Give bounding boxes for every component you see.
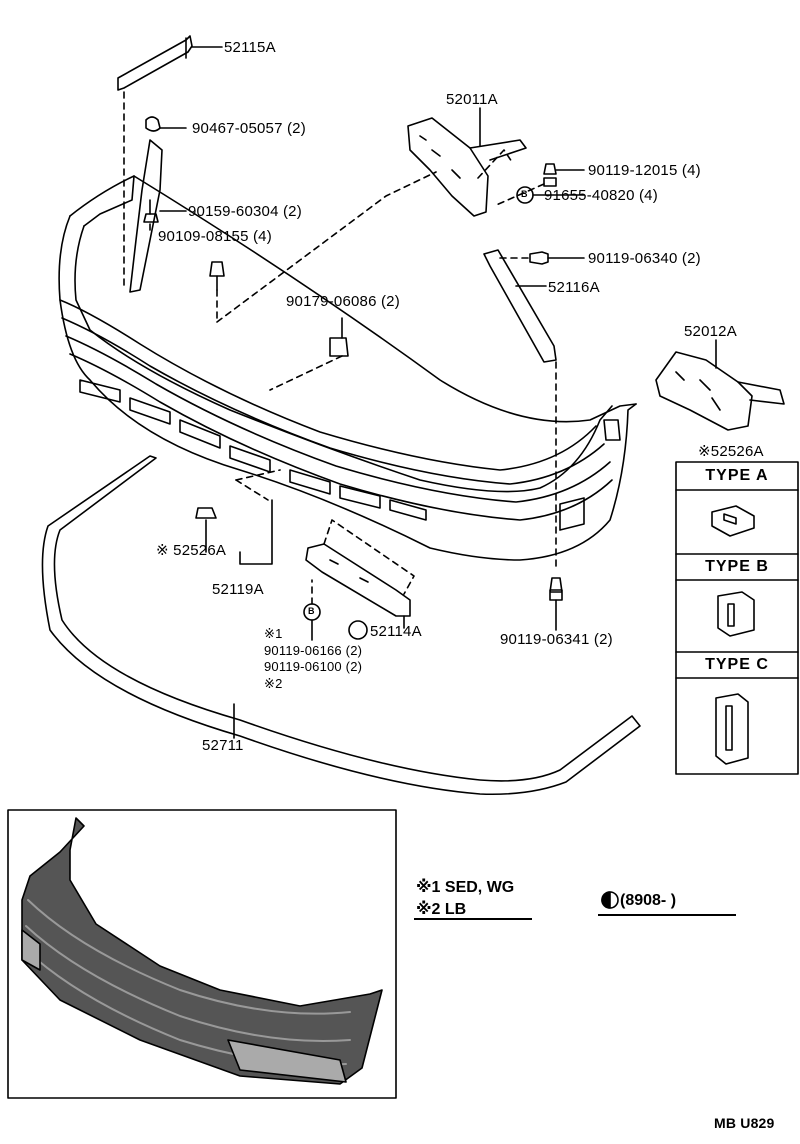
bumper-cover — [58, 175, 637, 561]
brace-52116A — [483, 249, 557, 363]
label-90119-06340: 90119-06340 (2) — [588, 250, 701, 267]
note-sed-wg: ※1 SED, WG — [416, 879, 515, 896]
label-52119A: 52119A — [212, 581, 264, 598]
shaded-preview-panel — [7, 809, 397, 1099]
label-52711: 52711 — [202, 737, 244, 754]
bolt-90119-06340 — [529, 251, 585, 265]
label-90179-06086: 90179-06086 (2) — [286, 293, 400, 310]
bracket-52011A — [407, 107, 527, 217]
label-52011A: 52011A — [446, 91, 498, 108]
label-52526A-left: ※ 52526A — [156, 543, 226, 558]
label-90109-08155: 90109-08155 (4) — [158, 228, 272, 245]
bracket-52114A — [305, 543, 411, 640]
half-circle-marker — [601, 891, 619, 909]
clip-90467 — [145, 116, 187, 132]
bolt-90109 — [209, 261, 225, 291]
type-a-heading: TYPE A — [705, 467, 769, 484]
asterisk-mark-left: ※ — [156, 542, 169, 559]
leader-52119A — [239, 499, 273, 565]
bolt-90119-12015 — [543, 163, 585, 187]
assembly-dashed-lines — [123, 91, 557, 605]
circle-b-lower: B — [308, 606, 315, 616]
note1-mark-lower: ※1 — [264, 626, 283, 641]
label-52012A: 52012A — [684, 323, 737, 340]
label-52116A: 52116A — [548, 279, 600, 296]
drawing-code: MB U829 — [714, 1115, 775, 1131]
nut-91655 — [516, 186, 585, 204]
label-90119-12015: 90119-12015 (4) — [588, 162, 701, 179]
bracket-52012A — [655, 339, 785, 431]
side-bracket-left — [129, 139, 163, 293]
bolt-90119-06341 — [549, 577, 563, 631]
label-91655-40820: 91655-40820 (4) — [544, 187, 658, 204]
label-90467-05057: 90467-05057 (2) — [192, 120, 306, 137]
label-52526A-right-code: 52526A — [710, 443, 764, 460]
clip-type-table — [675, 461, 799, 775]
label-90119-06166: 90119-06166 (2) — [264, 643, 363, 658]
bracket-52115A — [117, 35, 223, 91]
label-52526A-left-code: 52526A — [173, 542, 227, 559]
label-52115A: 52115A — [224, 39, 276, 56]
label-52114A: 52114A — [370, 623, 422, 640]
notes-underline — [414, 918, 532, 920]
type-b-heading: TYPE B — [705, 558, 769, 575]
clip-90179 — [329, 317, 349, 357]
type-c-heading: TYPE C — [705, 656, 769, 673]
note-lb: ※2 LB — [416, 901, 467, 918]
label-90159-60304: 90159-60304 (2) — [188, 203, 302, 220]
circle-b-upper: B — [521, 189, 528, 199]
label-90119-06341: 90119-06341 (2) — [500, 631, 613, 648]
label-90119-06100: 90119-06100 (2) — [264, 659, 363, 674]
note2-mark-lower: ※2 — [264, 676, 283, 691]
clip-52526A-left — [195, 507, 217, 553]
asterisk-mark: ※ — [698, 443, 711, 460]
date-underline — [598, 914, 736, 916]
bolt-90159 — [143, 199, 187, 223]
date-range: (8908- ) — [620, 892, 677, 909]
label-52526A-right: ※52526A — [698, 444, 764, 459]
spoiler-52711 — [41, 455, 641, 796]
